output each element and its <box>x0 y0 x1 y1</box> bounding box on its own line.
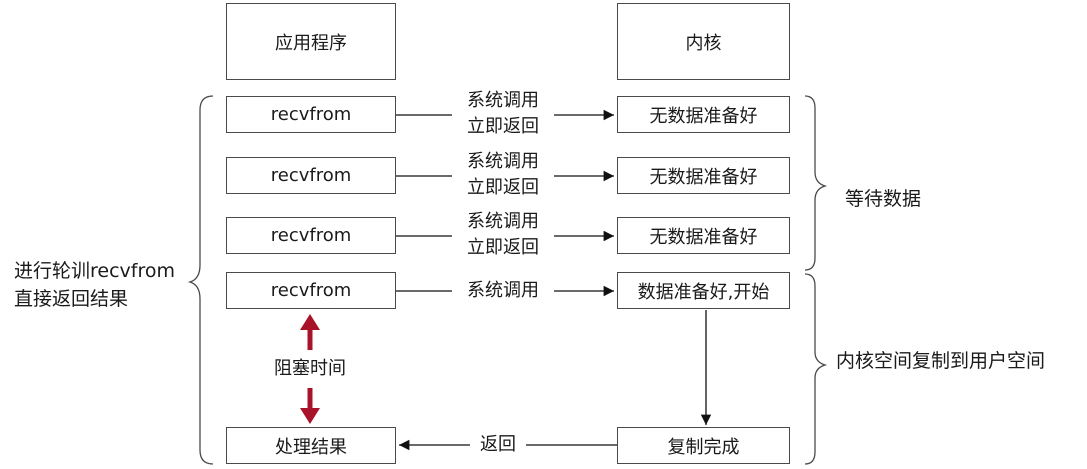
direct-return-text: 直接返回结果 <box>14 287 129 310</box>
polling-text: 进行轮训recvfrom <box>14 260 175 282</box>
return-label: 返回 <box>470 432 526 459</box>
return-now-text: 立即返回 <box>467 237 539 259</box>
kernel-header-box: 内核 <box>617 3 790 80</box>
blocking-up-arrow <box>300 314 320 350</box>
recvfrom-box-4: recvfrom <box>226 272 396 309</box>
process-result-box: 处理结果 <box>226 427 396 464</box>
kernel-no-data-box-2: 无数据准备好 <box>617 157 790 194</box>
blocking-down-arrow <box>300 388 320 424</box>
copy-complete-box: 复制完成 <box>617 427 790 464</box>
blocking-time-label: 阻塞时间 <box>254 356 366 383</box>
right-brace-copy <box>804 273 828 465</box>
copy-kernel-to-user-label: 内核空间复制到用户空间 <box>836 350 1046 372</box>
kernel-data-ready-box: 数据准备好,开始 <box>617 272 790 309</box>
call-label-4: 系统调用 <box>452 278 554 305</box>
syscall-text: 系统调用 <box>467 280 539 301</box>
kernel-no-data-box-3: 无数据准备好 <box>617 217 790 254</box>
call-label-3: 系统调用 立即返回 <box>452 209 554 262</box>
syscall-text: 系统调用 <box>467 151 539 172</box>
recvfrom-box-2: recvfrom <box>226 157 396 194</box>
recvfrom-box-3: recvfrom <box>226 217 396 254</box>
call-label-2: 系统调用 立即返回 <box>452 149 554 202</box>
return-now-text: 立即返回 <box>467 116 539 138</box>
return-now-text: 立即返回 <box>467 177 539 199</box>
syscall-text: 系统调用 <box>467 211 539 232</box>
left-brace-label: 进行轮训recvfrom 直接返回结果 <box>14 258 175 313</box>
left-brace <box>187 95 214 465</box>
right-brace-wait <box>804 95 828 271</box>
kernel-no-data-box-1: 无数据准备好 <box>617 96 790 133</box>
app-header-box: 应用程序 <box>226 3 396 80</box>
syscall-text: 系统调用 <box>467 90 539 111</box>
call-label-1: 系统调用 立即返回 <box>452 88 554 141</box>
recvfrom-box-1: recvfrom <box>226 96 396 133</box>
wait-data-label: 等待数据 <box>845 188 922 210</box>
